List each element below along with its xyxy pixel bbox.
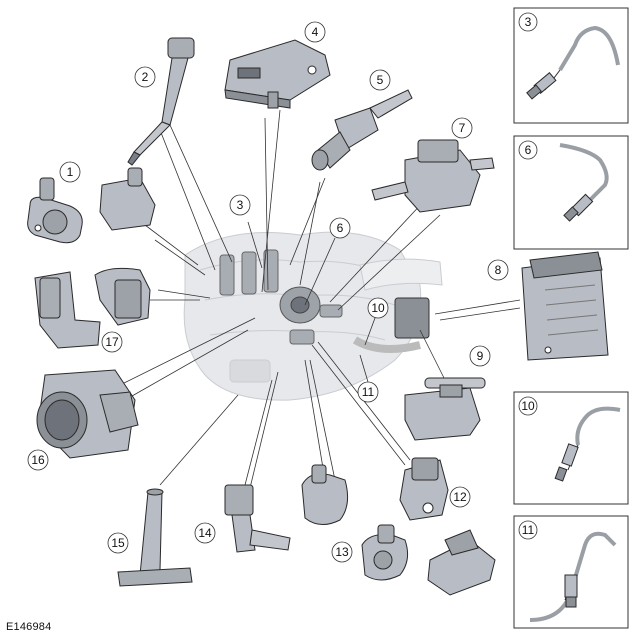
part-13-sensor [361, 524, 409, 581]
part-17-sensors [34, 267, 151, 349]
callout-9: 9 [469, 345, 491, 367]
part-4-map-sensor [224, 39, 331, 109]
svg-text:16: 16 [31, 453, 45, 467]
svg-text:12: 12 [453, 490, 467, 504]
engine-assembly [183, 231, 443, 401]
part-16-throttle-body [36, 369, 139, 459]
svg-text:17: 17 [105, 335, 119, 349]
callout-7: 7 [451, 117, 473, 139]
callout-3: 3 [229, 194, 251, 216]
oxygen-sensor-illustration [529, 531, 617, 622]
svg-text:11: 11 [362, 385, 375, 399]
callout-16: 16 [27, 449, 49, 471]
callout-14: 14 [194, 522, 216, 544]
svg-text:9: 9 [477, 349, 484, 363]
part-cam-sensor-b [99, 167, 156, 231]
oxygen-sensor-illustration [559, 143, 609, 222]
part-12-sensor [399, 457, 449, 521]
callouts: 1 2 3 4 5 6 7 8 9 10 11 12 13 14 15 16 1… [27, 21, 509, 563]
inset-10: 10 [513, 391, 629, 505]
svg-text:10: 10 [521, 399, 535, 413]
part-9-solenoid [404, 377, 486, 441]
callout-2: 2 [134, 66, 156, 88]
callout-6: 6 [329, 217, 351, 239]
callout-10: 10 [367, 297, 389, 319]
callout-5: 5 [369, 69, 391, 91]
svg-text:3: 3 [525, 15, 532, 29]
svg-text:13: 13 [335, 545, 349, 559]
part-8-ecu [521, 251, 609, 361]
svg-text:6: 6 [337, 221, 344, 235]
inset-3: 3 [513, 7, 629, 124]
callout-13: 13 [331, 541, 353, 563]
inset-11: 11 [513, 515, 629, 629]
callout-4: 4 [304, 21, 326, 43]
svg-text:8: 8 [495, 263, 502, 277]
svg-text:6: 6 [525, 143, 532, 157]
svg-text:2: 2 [142, 70, 149, 84]
part-13b-sensor [301, 464, 349, 525]
svg-text:10: 10 [371, 301, 385, 315]
svg-text:14: 14 [198, 526, 212, 540]
part-1-sensor [27, 177, 83, 244]
part-14-sensor [224, 484, 291, 553]
callout-11: 11 [357, 381, 379, 403]
callout-8: 8 [487, 259, 509, 281]
oxygen-sensor-illustration [526, 25, 620, 100]
svg-text:5: 5 [377, 73, 384, 87]
svg-text:4: 4 [312, 25, 319, 39]
svg-text:15: 15 [111, 536, 125, 550]
figure-id: E146984 [6, 621, 52, 633]
svg-text:11: 11 [522, 523, 535, 537]
svg-text:3: 3 [237, 198, 244, 212]
callout-1: 1 [59, 161, 81, 183]
inset-6: 6 [513, 135, 629, 250]
callout-12: 12 [449, 486, 471, 508]
part-5-temp-sensor [311, 89, 413, 171]
callout-15: 15 [107, 532, 129, 554]
callout-17: 17 [101, 331, 123, 353]
part-15-sensor [117, 488, 193, 587]
part-12b-sensor [427, 529, 496, 596]
leader-lines [119, 109, 521, 489]
svg-text:1: 1 [67, 165, 74, 179]
part-2-ignition-coil [127, 37, 195, 166]
part-7-purge-valve [371, 139, 495, 213]
svg-text:7: 7 [459, 121, 466, 135]
oxygen-sensor-illustration [554, 406, 621, 482]
